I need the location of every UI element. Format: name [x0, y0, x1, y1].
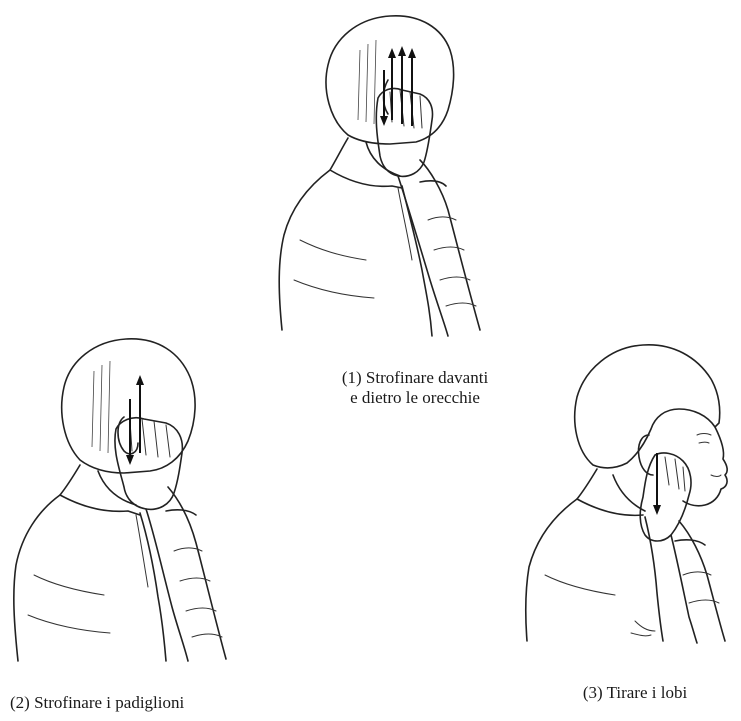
rub-ear-auricles-illustration	[8, 325, 238, 665]
figure-2-illustration	[8, 325, 238, 665]
rub-front-behind-ears-illustration	[270, 10, 500, 340]
figure-3-illustration	[515, 335, 741, 645]
figure-2-caption: (2) Strofinare i padiglioni	[10, 693, 230, 713]
pull-earlobes-illustration	[515, 335, 741, 645]
figure-1-illustration	[270, 10, 500, 340]
figure-1-caption: (1) Strofinare davanti e dietro le orecc…	[290, 368, 540, 408]
figure-3-caption: (3) Tirare i lobi	[555, 683, 715, 703]
